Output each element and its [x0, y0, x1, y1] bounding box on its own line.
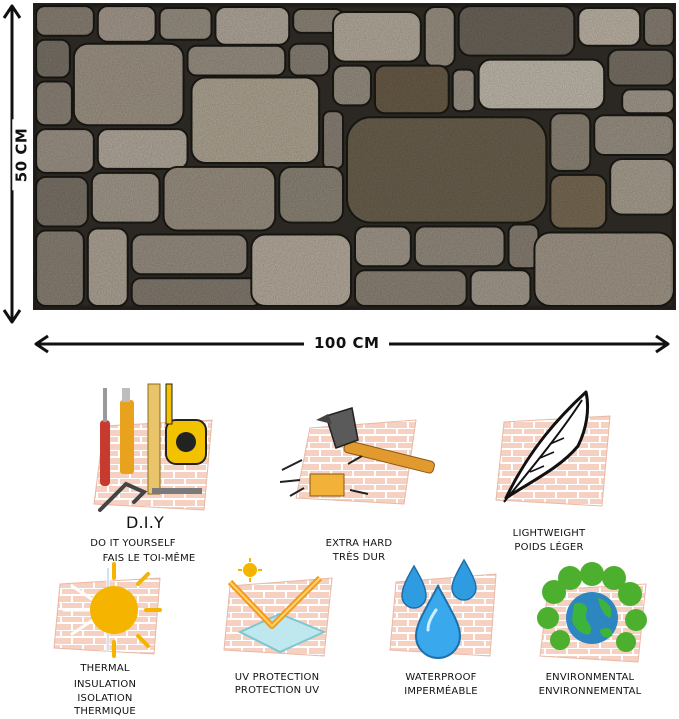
hard-caption-en: EXTRA HARD: [325, 538, 393, 549]
thermal-caption-3: ISOLATION: [77, 693, 133, 704]
uv-caption-en: UV PROTECTION: [234, 672, 320, 683]
width-label: 100 CM: [304, 334, 390, 352]
diy-caption-fr: FAIS LE TOI-MÊME: [102, 553, 196, 564]
diy-caption-en: DO IT YOURSELF: [90, 538, 176, 549]
hammer-icon: [279, 407, 435, 505]
snowflake-sun-icon: [53, 562, 162, 658]
water-caption-fr: IMPERMÉABLE: [404, 686, 478, 697]
light-caption-fr: POIDS LÉGER: [514, 542, 584, 553]
thermal-caption-2: INSULATION: [73, 679, 137, 690]
height-dimension-arrow: [2, 4, 22, 324]
eco-caption-fr: ENVIRONNEMENTAL: [538, 686, 642, 697]
eco-caption-en: ENVIRONMENTAL: [545, 672, 635, 683]
tools-icon: [93, 383, 213, 512]
height-label: 50 CM: [12, 119, 31, 191]
water-caption-en: WATERPROOF: [405, 672, 477, 683]
hard-caption-fr: TRÈS DUR: [332, 552, 386, 563]
stone-panel-image: [33, 3, 676, 310]
eco-globe-icon: [537, 562, 647, 663]
uv-caption-fr: PROTECTION UV: [234, 685, 320, 696]
thermal-caption-4: THERMIQUE: [74, 706, 136, 717]
feather-icon: [495, 390, 611, 507]
thermal-caption-1: THERMAL: [80, 663, 130, 674]
light-caption-en: LIGHTWEIGHT: [512, 528, 586, 539]
water-drops-icon: [389, 558, 497, 659]
diy-title: D.I.Y: [126, 513, 164, 532]
uv-shield-icon: [223, 558, 333, 657]
